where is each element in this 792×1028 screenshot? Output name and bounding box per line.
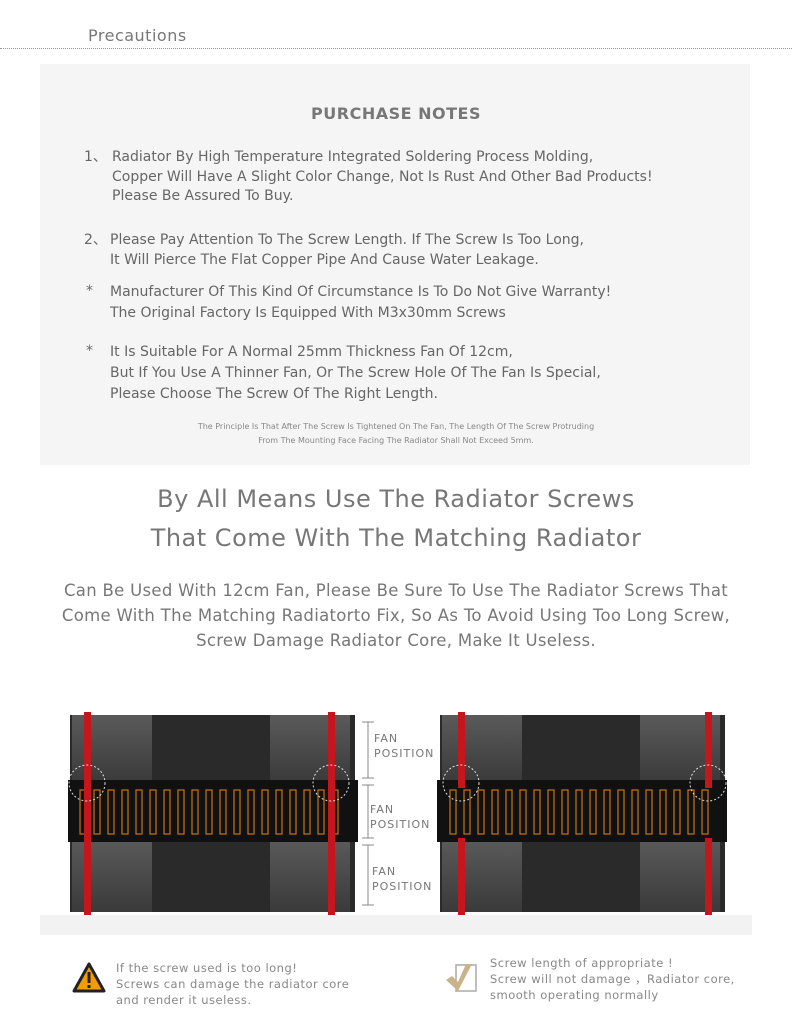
radiator-fin	[645, 789, 653, 835]
label-line: FAN	[370, 803, 395, 816]
section-title: Precautions	[88, 26, 187, 45]
radiator-fin	[673, 789, 681, 835]
screw-short	[705, 838, 712, 915]
fan-position-label: FAN POSITION	[370, 802, 430, 832]
radiator-fin	[191, 789, 199, 835]
radiator-fin	[317, 789, 325, 835]
note-2: Please Pay Attention To The Screw Length…	[110, 231, 584, 270]
radiator-fin	[177, 789, 185, 835]
ok-line: Screw length of appropriate !	[490, 956, 674, 970]
radiator-fin	[617, 789, 625, 835]
ok-line: smooth operating normally	[490, 988, 659, 1002]
radiator-fin	[93, 789, 101, 835]
radiator-too-long-screws	[68, 712, 358, 915]
note-marker: *	[86, 343, 93, 359]
ok-line: Screw will not damage ，Radiator core,	[490, 972, 735, 986]
radiator-fin	[121, 789, 129, 835]
radiator-fin	[491, 789, 499, 835]
radiator-fin	[303, 789, 311, 835]
warning-line: and render it useless.	[116, 993, 252, 1007]
radiator-fin	[631, 789, 639, 835]
description-line: Screw Damage Radiator Core, Make It Usel…	[196, 631, 596, 650]
note-line: But If You Use A Thinner Fan, Or The Scr…	[110, 365, 601, 381]
label-line: POSITION	[374, 747, 435, 760]
note-marker: *	[86, 283, 93, 299]
radiator-fin	[547, 789, 555, 835]
principle-note: The Principle Is That After The Screw Is…	[0, 420, 792, 448]
radiator-fin	[463, 789, 471, 835]
radiator-fin	[289, 789, 297, 835]
radiator-fin	[205, 789, 213, 835]
screw-long	[328, 712, 335, 915]
note-line: Radiator By High Temperature Integrated …	[112, 149, 594, 165]
label-line: FAN	[374, 732, 399, 745]
purchase-notes-panel	[40, 64, 750, 465]
screw-short	[705, 712, 712, 788]
radiator-fin	[589, 789, 597, 835]
radiator-fin	[163, 789, 171, 835]
radiator-fin	[519, 789, 527, 835]
warning-text: If the screw used is too long! Screws ca…	[116, 960, 349, 1008]
label-line: POSITION	[370, 818, 431, 831]
fan-position-label: FAN POSITION	[372, 864, 432, 894]
description: Can Be Used With 12cm Fan, Please Be Sur…	[0, 578, 792, 653]
radiator-fin	[701, 789, 709, 835]
check-icon	[446, 964, 477, 992]
screw-short	[458, 838, 465, 915]
radiator-fin	[247, 789, 255, 835]
note-line: It Will Pierce The Flat Copper Pipe And …	[110, 251, 539, 268]
radiator-fin	[477, 789, 485, 835]
note-marker: 2、	[84, 232, 107, 248]
principle-line: From The Mounting Face Facing The Radiat…	[258, 436, 534, 445]
warning-line: Screws can damage the radiator core	[116, 977, 350, 991]
radiator-fin	[603, 789, 611, 835]
warning-icon	[72, 962, 106, 993]
radiator-fin	[533, 789, 541, 835]
description-line: Come With The Matching Radiatorto Fix, S…	[61, 606, 731, 625]
headline-line: That Come With The Matching Radiator	[150, 524, 642, 552]
purchase-notes-title: PURCHASE NOTES	[311, 104, 481, 123]
headline-line: By All Means Use The Radiator Screws	[157, 485, 635, 513]
note-line: Manufacturer Of This Kind Of Circumstanc…	[110, 284, 612, 300]
radiator-fin	[275, 789, 283, 835]
label-line: POSITION	[372, 880, 433, 893]
radiator-fin	[233, 789, 241, 835]
radiator-fin	[561, 789, 569, 835]
headline: By All Means Use The Radiator Screws Tha…	[0, 480, 792, 558]
radiator-fin	[135, 789, 143, 835]
divider	[0, 48, 792, 49]
screw-short	[458, 712, 465, 788]
principle-line: The Principle Is That After The Screw Is…	[197, 422, 595, 431]
label-line: FAN	[372, 865, 397, 878]
note-line: It Is Suitable For A Normal 25mm Thickne…	[110, 344, 513, 360]
note-line: Please Choose The Screw Of The Right Len…	[110, 386, 438, 402]
note-1: Radiator By High Temperature Integrated …	[112, 148, 653, 207]
note-4: It Is Suitable For A Normal 25mm Thickne…	[110, 342, 601, 405]
note-line: Please Be Assured To Buy.	[112, 188, 294, 204]
note-3: Manufacturer Of This Kind Of Circumstanc…	[110, 282, 611, 324]
screw-long	[84, 712, 91, 915]
dimension-arrows	[362, 721, 374, 906]
radiator-fin	[149, 789, 157, 835]
warning-line: If the screw used is too long!	[116, 961, 298, 975]
radiator-fin	[505, 789, 513, 835]
fan-position-label: FAN POSITION	[374, 731, 434, 761]
radiator-fin	[449, 789, 457, 835]
radiator-fin	[219, 789, 227, 835]
note-line: Please Pay Attention To The Screw Length…	[110, 232, 584, 248]
radiator-fin	[261, 789, 269, 835]
note-line: Copper Will Have A Slight Color Change, …	[112, 168, 653, 185]
radiator-fin	[575, 789, 583, 835]
radiator-fin	[107, 789, 115, 835]
ok-text: Screw length of appropriate ! Screw will…	[490, 955, 735, 1003]
radiator-correct-screws	[437, 712, 727, 915]
note-marker: 1、	[84, 149, 107, 165]
radiator-screw-diagram	[40, 712, 752, 935]
description-line: Can Be Used With 12cm Fan, Please Be Sur…	[63, 581, 729, 600]
radiator-fin	[659, 789, 667, 835]
note-line: The Original Factory Is Equipped With M3…	[110, 305, 506, 321]
